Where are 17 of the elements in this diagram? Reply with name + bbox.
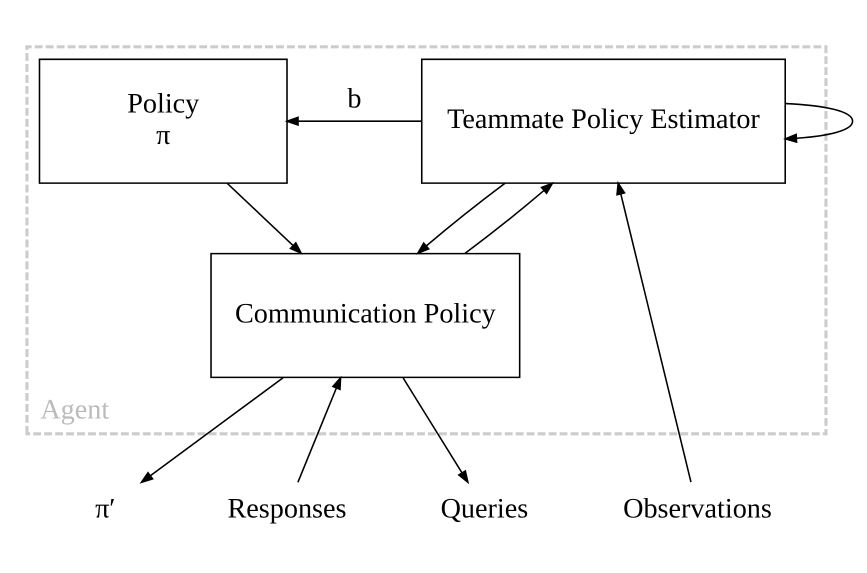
node-box: Communication Policy [210, 252, 520, 378]
arrow [616, 180, 692, 482]
node-text: Responses [228, 493, 347, 524]
node-box: Teammate Policy Estimator [420, 58, 786, 184]
node-box: Policy π [38, 58, 288, 184]
arrow [783, 102, 854, 144]
edge-label: b [347, 84, 362, 115]
arrow [402, 377, 470, 484]
arrow [416, 182, 506, 255]
arrow [464, 182, 554, 254]
arrow [140, 377, 284, 484]
node-text: Queries [440, 493, 528, 524]
arrow [284, 116, 422, 126]
node-text: Observations [623, 493, 772, 524]
arrow [297, 376, 342, 483]
node-text: π′ [95, 493, 116, 524]
arrow [226, 182, 303, 255]
